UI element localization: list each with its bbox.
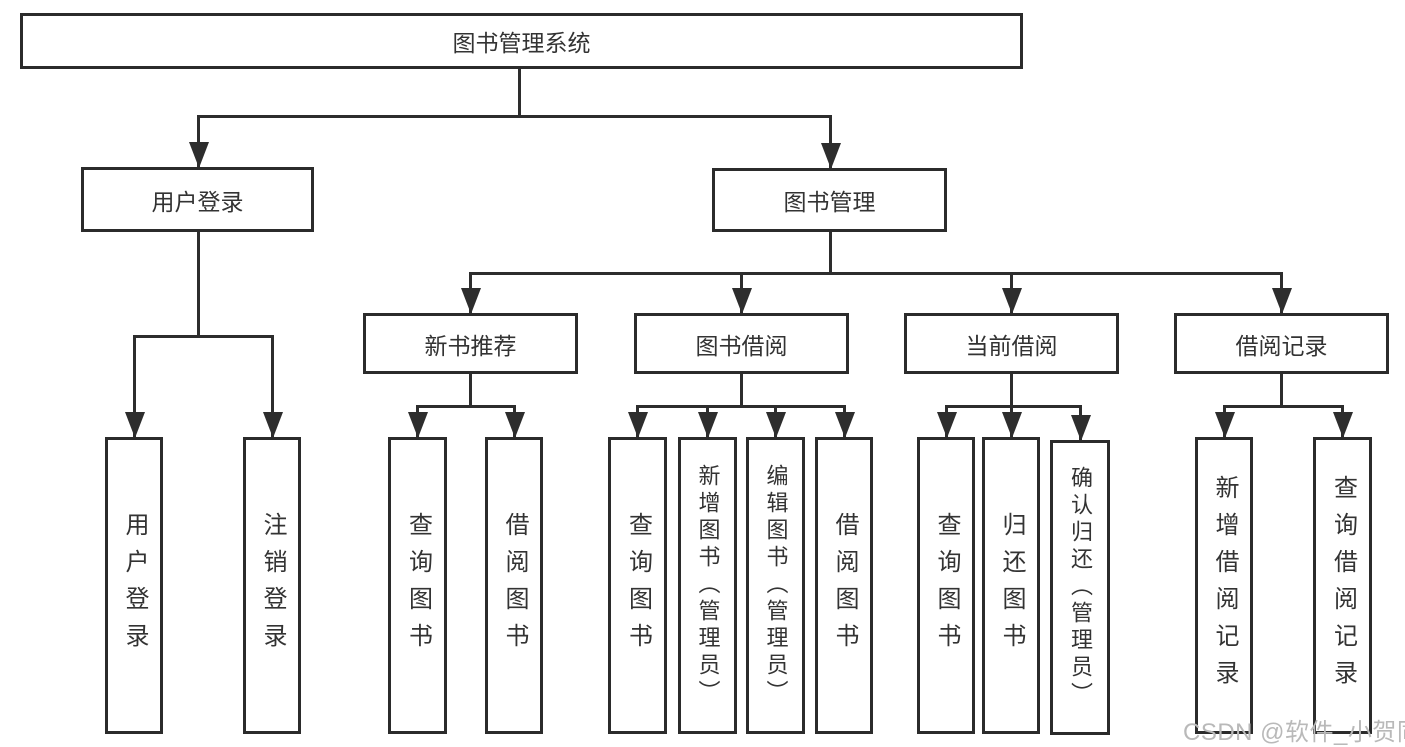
connector-arrow-query-books-1 <box>407 405 428 438</box>
connector-current-borrow-bar <box>945 405 1082 408</box>
node-book-management: 图书管理 <box>712 168 947 232</box>
connector-book-borrow-bar <box>636 405 846 408</box>
leaf-add-borrow-record: 新增借阅记录 <box>1195 437 1253 734</box>
connector-arrow-return-books <box>1001 405 1022 438</box>
connector-book-mgmt-trunk <box>829 232 832 274</box>
connector-new-book-bar <box>416 405 516 408</box>
arrowhead-icon <box>697 412 718 438</box>
node-new-book-recommend-label: 新书推荐 <box>424 332 517 359</box>
leaf-return-books: 归还图书 <box>982 437 1040 734</box>
connector-arrow-edit-books <box>765 405 786 438</box>
arrowhead-icon <box>1271 288 1292 314</box>
connector-arrow-add-record <box>1214 405 1235 438</box>
connector-arrow-query-record <box>1332 405 1353 438</box>
connector-root-trunk <box>518 69 521 118</box>
connector-current-borrow-trunk <box>1010 374 1013 408</box>
arrowhead-icon <box>460 288 481 314</box>
connector-arrow-leaf-user-login <box>124 335 145 438</box>
connector-arrow-borrow-books-1 <box>504 405 525 438</box>
arrowhead-icon <box>765 412 786 438</box>
leaf-query-borrow-record: 查询借阅记录 <box>1313 437 1372 734</box>
connector-arrow-book-borrow <box>731 272 752 314</box>
connector-arrow-user-login <box>188 115 209 168</box>
arrowhead-icon <box>820 143 841 169</box>
arrowhead-icon <box>504 412 525 438</box>
connector-user-login-trunk <box>197 232 200 338</box>
connector-arrow-query-books-2 <box>627 405 648 438</box>
node-root-label: 图书管理系统 <box>452 30 591 56</box>
arrowhead-icon <box>936 412 957 438</box>
node-borrow-records: 借阅记录 <box>1174 313 1389 374</box>
arrowhead-icon <box>731 288 752 314</box>
node-root: 图书管理系统 <box>20 13 1023 69</box>
connector-arrow-new-book-recommend <box>460 272 481 314</box>
csdn-watermark: CSDN @软件_小贺同学 <box>1183 719 1405 746</box>
leaf-logout: 注销登录 <box>243 437 301 734</box>
connector-arrow-borrow-books-2 <box>834 405 855 438</box>
arrowhead-icon <box>1214 412 1235 438</box>
connector-arrow-leaf-logout <box>262 335 283 438</box>
connector-borrow-records-bar <box>1223 405 1344 408</box>
connector-book-borrow-trunk <box>740 374 743 408</box>
connector-borrow-records-trunk <box>1280 374 1283 408</box>
connector-user-login-bar <box>133 335 274 338</box>
node-user-login-label: 用户登录 <box>151 188 244 215</box>
node-book-borrow: 图书借阅 <box>634 313 849 374</box>
node-current-borrow: 当前借阅 <box>904 313 1119 374</box>
connector-arrow-current-borrow <box>1001 272 1022 314</box>
connector-arrow-confirm-return <box>1070 405 1091 441</box>
node-book-management-label: 图书管理 <box>783 189 876 215</box>
leaf-query-books-current: 查询图书 <box>917 437 975 734</box>
arrowhead-icon <box>188 142 209 168</box>
arrowhead-icon <box>627 412 648 438</box>
leaf-borrow-books: 借阅图书 <box>815 437 873 734</box>
connector-arrow-add-books <box>697 405 718 438</box>
node-new-book-recommend: 新书推荐 <box>363 313 578 374</box>
leaf-query-books-recommend: 查询图书 <box>388 437 447 734</box>
leaf-confirm-return-admin: 确认归还（管理员） <box>1050 440 1110 735</box>
arrowhead-icon <box>124 412 145 438</box>
leaf-query-books-borrow: 查询图书 <box>608 437 667 734</box>
leaf-add-books-admin: 新增图书（管理员） <box>678 437 737 734</box>
leaf-borrow-books-recommend: 借阅图书 <box>485 437 543 734</box>
arrowhead-icon <box>1001 412 1022 438</box>
connector-arrow-borrow-records <box>1271 272 1292 314</box>
node-borrow-records-label: 借阅记录 <box>1235 332 1328 359</box>
arrowhead-icon <box>1070 415 1091 441</box>
node-current-borrow-label: 当前借阅 <box>965 332 1058 359</box>
connector-arrow-book-management <box>820 115 841 169</box>
arrowhead-icon <box>1332 412 1353 438</box>
arrowhead-icon <box>1001 288 1022 314</box>
node-book-borrow-label: 图书借阅 <box>695 332 788 359</box>
connector-arrow-query-books-3 <box>936 405 957 438</box>
leaf-user-login: 用户登录 <box>105 437 163 734</box>
connector-new-book-trunk <box>469 374 472 408</box>
connector-root-bar <box>197 115 832 118</box>
arrowhead-icon <box>262 412 283 438</box>
arrowhead-icon <box>834 412 855 438</box>
node-user-login: 用户登录 <box>81 167 314 232</box>
arrowhead-icon <box>407 412 428 438</box>
connector-book-mgmt-bar <box>469 272 1283 275</box>
leaf-edit-books-admin: 编辑图书（管理员） <box>746 437 805 734</box>
